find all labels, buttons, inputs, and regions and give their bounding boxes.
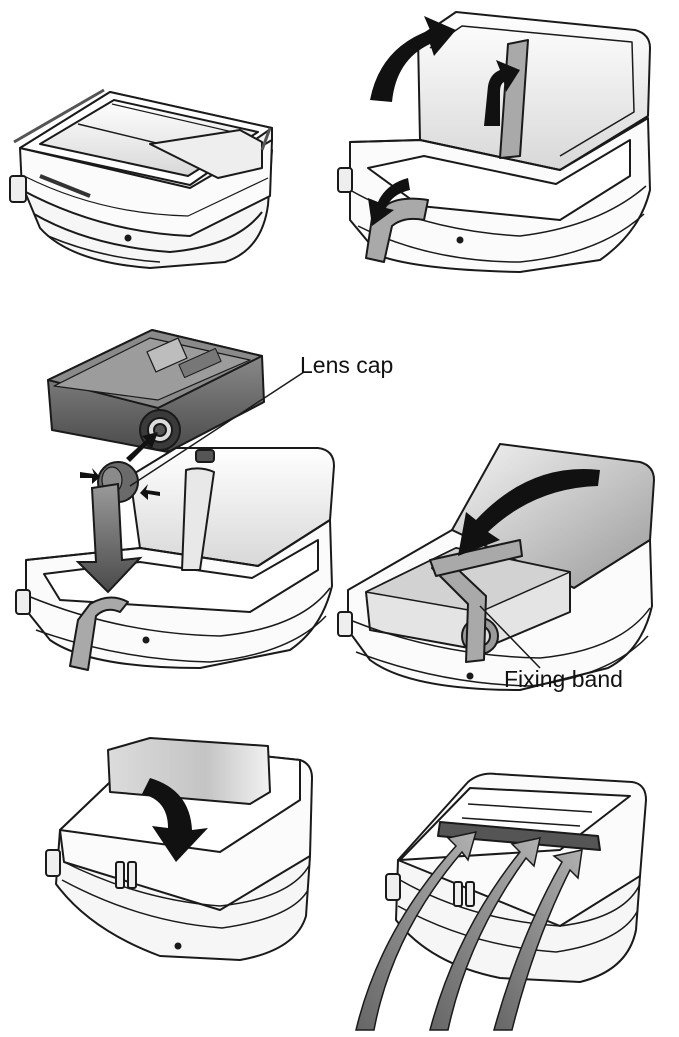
close-lid-arrow-icon (458, 469, 600, 556)
step-4-closing-lid (337, 443, 655, 691)
strap-arrow-right-icon (493, 849, 583, 1031)
fixing-band-leader-line (479, 605, 541, 669)
fixing-band-label: Fixing band (504, 666, 623, 692)
lens-cap-label: Lens cap (300, 352, 394, 378)
lens-cap-callout: Lens cap (300, 352, 394, 378)
cap-arrow-left-icon (80, 468, 100, 484)
step-2-arrows (368, 16, 520, 226)
open-lid-arrow-icon (370, 16, 456, 102)
lens-cap-leader-line (129, 371, 305, 487)
step-6-strap-arrows (355, 831, 583, 1031)
strap-arrow-left-icon (355, 831, 478, 1031)
down-arrow-icon (75, 482, 143, 594)
projector (47, 329, 265, 503)
fixing-band-callout: Fixing band (504, 666, 623, 692)
step-3-arrows (75, 432, 160, 594)
step-5-arrows (142, 778, 208, 862)
strap-arrow-middle-icon (429, 837, 541, 1031)
up-arrow-icon (484, 60, 520, 126)
step-2-open-case (337, 11, 651, 273)
fold-down-arrow-icon (142, 778, 208, 862)
cap-arrow-right-icon (140, 484, 160, 500)
step-1-closed-case (9, 88, 273, 269)
step-6-thread-strap (385, 772, 647, 983)
step-3-insert-projector (15, 447, 335, 671)
step-4-arrows (458, 469, 600, 556)
lens-arrow-icon (126, 432, 158, 462)
curve-arrow-icon (368, 178, 410, 226)
